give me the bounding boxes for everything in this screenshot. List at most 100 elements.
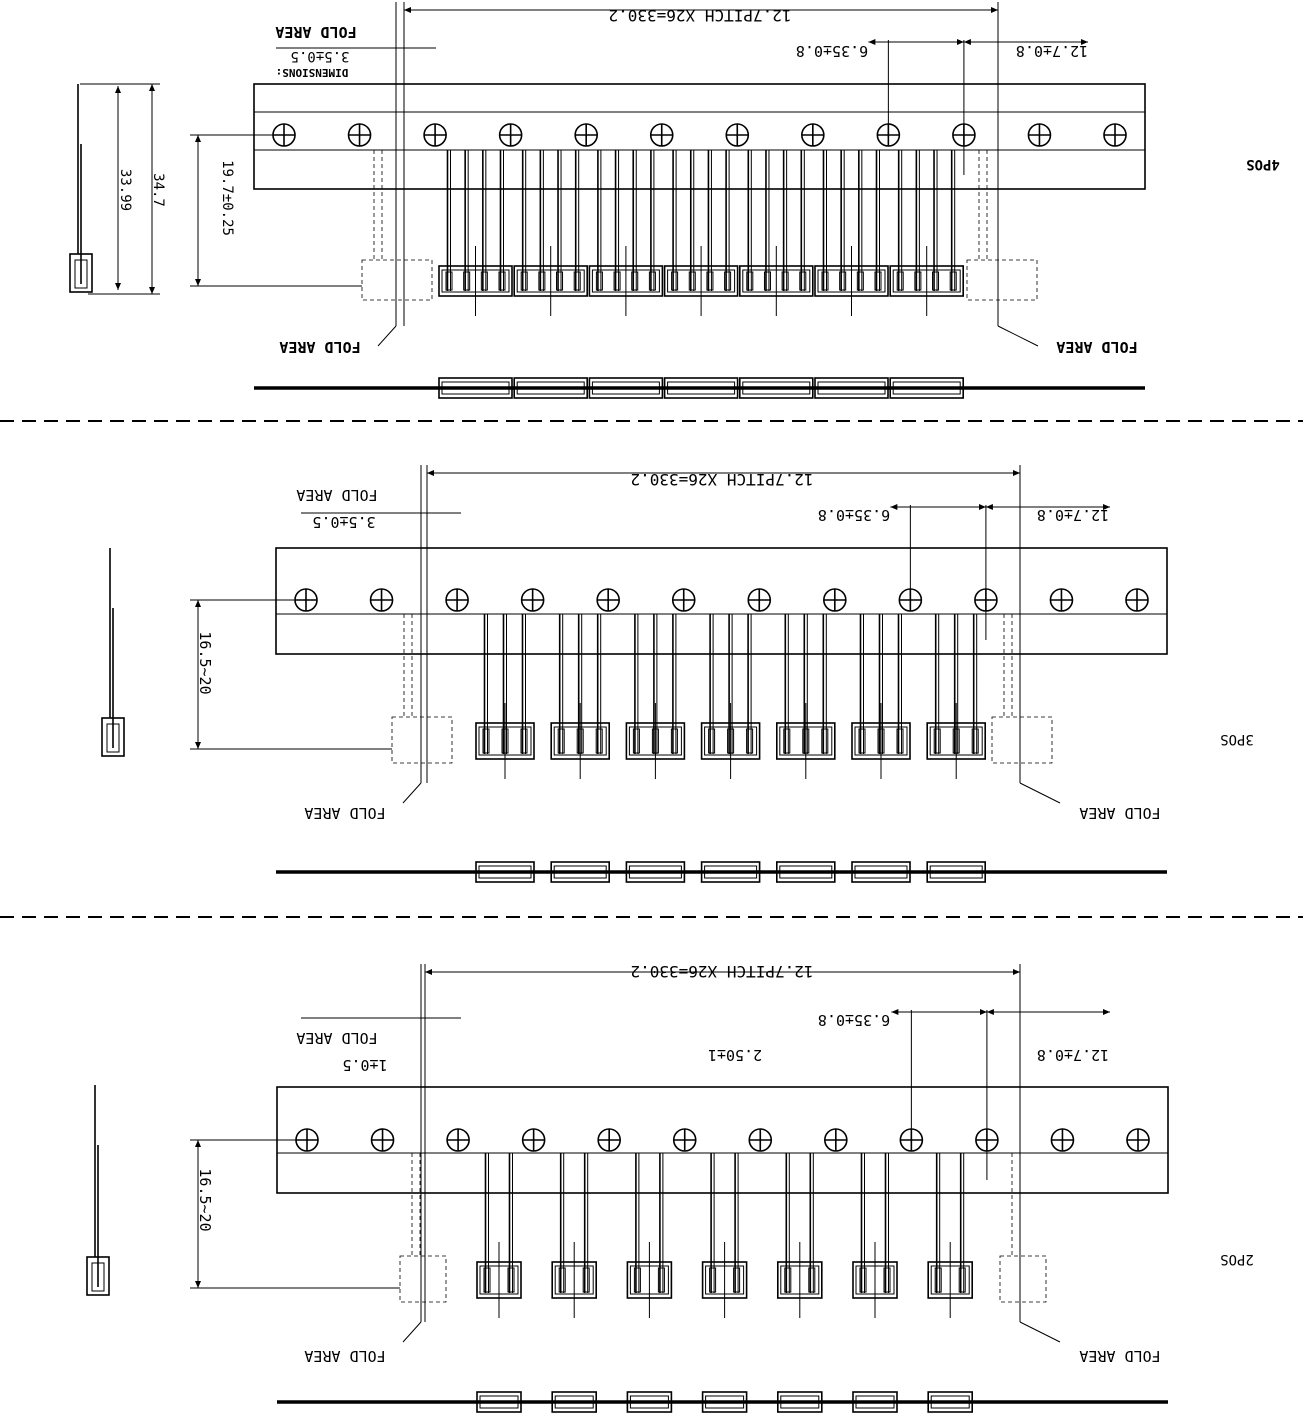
dim-19-7-label: 19.7±0.25 (219, 160, 235, 236)
dummy-connector (991, 716, 1053, 764)
pin (859, 1267, 867, 1293)
pin (670, 728, 678, 754)
pcb-board (253, 83, 1146, 190)
pin (483, 1267, 491, 1293)
pin (883, 1267, 891, 1293)
screw-hole-icon (747, 588, 772, 612)
pin (934, 1267, 942, 1293)
screw-hole-icon (597, 1128, 621, 1152)
pin (631, 271, 639, 291)
pin (671, 271, 679, 291)
side-connector (69, 253, 93, 293)
pin (648, 271, 656, 291)
pin (724, 271, 732, 291)
dummy-connector (391, 716, 453, 764)
pos2-label: 2POS (1220, 1251, 1254, 1267)
dim-12-7-label: 12.7±0.8 (1037, 1046, 1109, 1064)
side-connector-inner (91, 1262, 105, 1292)
screw-hole-icon (498, 123, 523, 147)
fold-leader (1019, 1321, 1061, 1343)
pin (595, 271, 603, 291)
fold-area-label: FOLD AREA (304, 804, 385, 822)
pin (781, 271, 789, 291)
pin (932, 271, 940, 291)
fold-leader (1019, 782, 1061, 804)
screw-hole-icon (294, 588, 318, 612)
dim-12-7-label: 12.7±0.8 (1037, 506, 1109, 524)
pin (896, 728, 904, 754)
connector (889, 150, 965, 399)
hatched-strip (275, 613, 1168, 655)
screw-hole-icon (1126, 1128, 1150, 1152)
connector (700, 614, 761, 883)
fold-leader (997, 325, 1039, 347)
pin (445, 271, 453, 291)
pin (783, 728, 791, 754)
screw-hole-icon (596, 588, 620, 612)
screw-hole-icon (423, 123, 447, 147)
connector (926, 614, 987, 883)
pin (498, 271, 506, 291)
pin (613, 271, 621, 291)
dim-6-35-label: 6.35±0.8 (796, 42, 868, 60)
pin (808, 1267, 816, 1293)
pitch-span-label: 12.7PITCH X26=330.2 (630, 470, 813, 489)
pin (958, 1267, 966, 1293)
pin (633, 1267, 641, 1293)
pos3-label: 3POS (1220, 731, 1254, 747)
pitch-span-label: 12.7PITCH X26=330.2 (608, 6, 791, 25)
dim-34-7-label: 34.7 (150, 173, 166, 207)
fold-area-label: FOLD AREA (304, 1347, 385, 1365)
pcb-board (276, 1086, 1169, 1194)
pitch-span-label: 12.7PITCH X26=330.2 (630, 962, 813, 981)
pin (595, 728, 603, 754)
dummy-connector (966, 259, 1038, 301)
pin (520, 728, 528, 754)
dim-2-50-label: 2.50±1 (708, 1046, 762, 1064)
dummy-connector (399, 1255, 447, 1303)
dim-1-label: 1±0.5 (342, 1056, 387, 1074)
pin (480, 271, 488, 291)
fold-area-label: FOLD AREA (296, 1029, 377, 1047)
fold-area-label: FOLD AREA (1079, 1347, 1160, 1365)
screw-hole-icon (725, 123, 750, 147)
dim-16-5-label: 16.5~20 (196, 631, 214, 694)
pin (839, 271, 847, 291)
screw-hole-icon (520, 588, 545, 612)
side-connector (86, 1256, 110, 1296)
screw-hole-icon (1027, 123, 1052, 147)
fold-area-label: FOLD AREA (279, 338, 360, 356)
screw-hole-icon (748, 1128, 773, 1152)
fold-area-label: FOLD AREA (1056, 338, 1137, 356)
pin (746, 728, 754, 754)
dim-3-5-label: 3.5±0.5 (290, 48, 349, 64)
pin (556, 271, 564, 291)
pin (582, 1267, 590, 1293)
pin (856, 271, 864, 291)
pin (763, 271, 771, 291)
connector (626, 1153, 673, 1413)
screw-hole-icon (801, 123, 825, 147)
pin (482, 728, 490, 754)
screw-hole-icon (672, 1128, 697, 1152)
connector (927, 1153, 974, 1413)
pin (520, 271, 528, 291)
screw-hole-icon (574, 123, 598, 147)
screw-hole-icon (1103, 123, 1127, 147)
fold-area-label: FOLD AREA (275, 23, 356, 41)
fold-area-label: FOLD AREA (1079, 804, 1160, 822)
connector (852, 1153, 898, 1413)
pin (896, 271, 904, 291)
screw-hole-icon (370, 1128, 395, 1152)
pin (821, 728, 829, 754)
connector (663, 150, 739, 399)
side-connector (101, 717, 125, 757)
pin (733, 1267, 741, 1293)
screw-hole-icon (823, 588, 847, 612)
screw-hole-icon (445, 588, 469, 612)
pin (573, 271, 581, 291)
screw-hole-icon (824, 1128, 848, 1152)
pin (874, 271, 882, 291)
screw-hole-icon (521, 1128, 546, 1152)
